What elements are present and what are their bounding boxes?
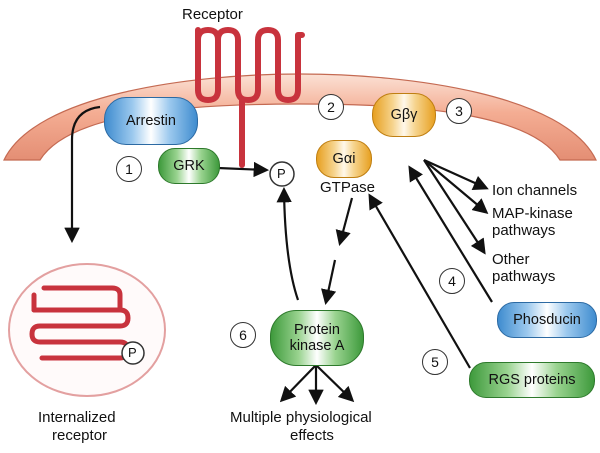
grk-protein: GRK <box>158 148 220 184</box>
other-pathways-label-line1: Other <box>492 251 530 268</box>
phosphate-receptor <box>269 161 295 187</box>
arrestin-protein: Arrestin <box>104 97 198 145</box>
internalized-label-line2: receptor <box>52 427 108 444</box>
step-2-badge: 2 <box>318 94 344 120</box>
map-kinase-label-line2: pathways <box>492 222 556 239</box>
arrow-gbg-to-other <box>423 159 486 255</box>
phosphate-internal-label: P <box>128 345 137 360</box>
other-pathways-label-line2: pathways <box>492 268 556 285</box>
arrow-grk-to-p <box>217 161 270 178</box>
gtpase-label: GTPase <box>320 179 376 196</box>
arrow-rgs-to-gai <box>368 193 471 369</box>
internalized-receptor-top <box>31 285 123 313</box>
arrow-pka-to-effect-1 <box>279 364 317 403</box>
arrow-gbg-to-map <box>423 159 489 214</box>
step-1-badge: 1 <box>116 156 142 182</box>
receptor-intracellular-tail <box>195 26 221 93</box>
grk-label: GRK <box>173 158 205 174</box>
step-5-badge: 5 <box>422 349 448 375</box>
ion-channels-label: Ion channels <box>492 182 578 199</box>
step-3-badge: 3 <box>446 98 472 124</box>
arrow-phosducin-to-gbg <box>408 165 493 303</box>
pka-label-line1: Protein <box>294 322 340 338</box>
phosducin-protein: Phosducin <box>497 302 597 338</box>
arrow-pka-to-effect-3 <box>315 364 355 403</box>
phosphate-internal <box>121 341 145 365</box>
g-beta-gamma-protein: Gβγ <box>372 93 436 137</box>
effects-label-line2: effects <box>290 427 334 444</box>
g-alpha-i-label: Gαi <box>332 151 356 167</box>
protein-kinase-a: Protein kinase A <box>270 310 364 366</box>
arrestin-label: Arrestin <box>126 113 176 129</box>
phosphate-receptor-label: P <box>277 166 286 181</box>
arrow-gai-to-pka-2 <box>321 259 337 306</box>
receptor-shape <box>195 27 305 103</box>
pka-label-line2: kinase A <box>289 338 345 354</box>
cell-membrane <box>3 73 597 161</box>
effects-label-line1: Multiple physiological <box>230 409 372 426</box>
step-6-badge: 6 <box>230 322 256 348</box>
vesicle <box>8 263 166 397</box>
step-4-badge: 4 <box>439 268 465 294</box>
g-beta-gamma-label: Gβγ <box>390 107 418 123</box>
arrow-gbg-to-ion <box>423 158 489 190</box>
rgs-label: RGS proteins <box>488 372 576 388</box>
receptor-label: Receptor <box>182 6 243 23</box>
map-kinase-label-line1: MAP-kinase <box>492 205 573 222</box>
arrow-internalization <box>64 105 101 244</box>
rgs-proteins: RGS proteins <box>469 362 595 398</box>
internalized-label-line1: Internalized <box>38 409 116 426</box>
arrow-pka-to-p <box>276 186 300 301</box>
arrow-gai-to-pka-1 <box>335 197 354 246</box>
g-alpha-i-protein: Gαi <box>316 140 372 178</box>
phosducin-label: Phosducin <box>513 312 581 328</box>
